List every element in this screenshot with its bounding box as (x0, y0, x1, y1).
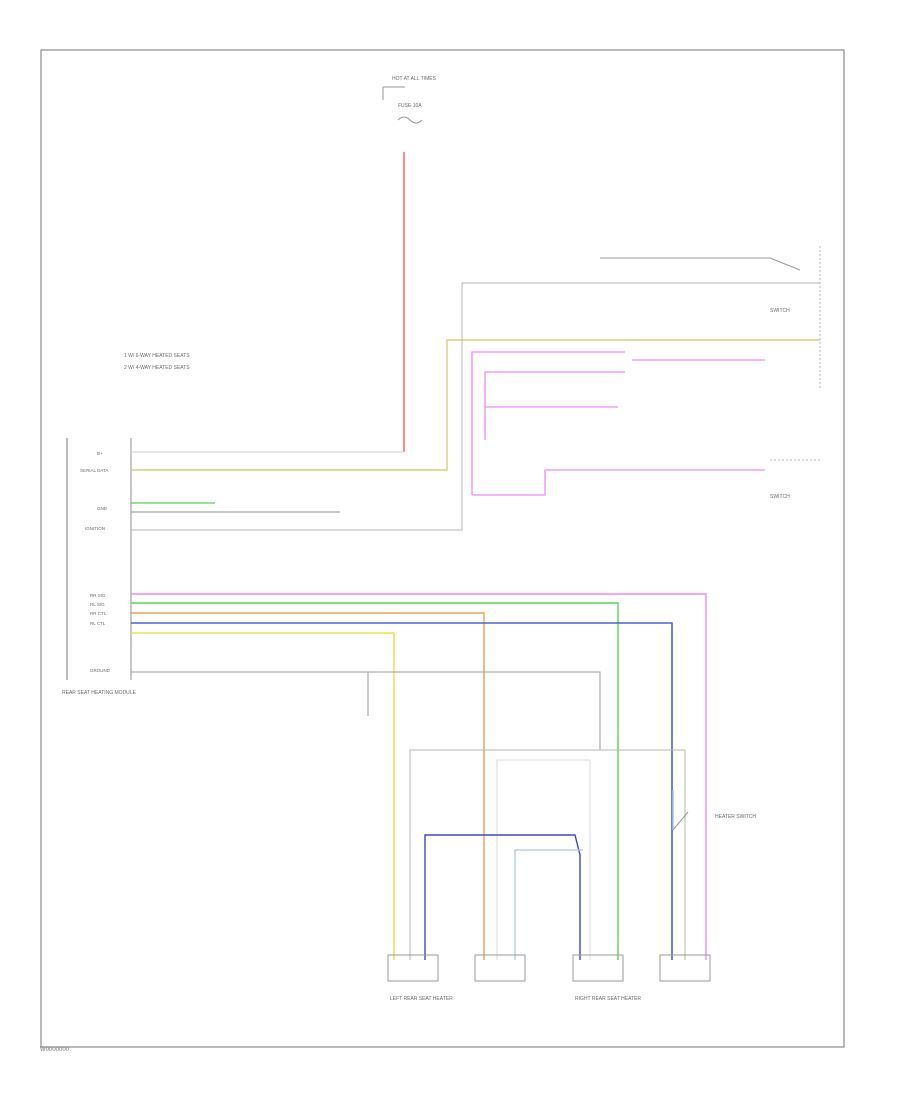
switch-top-label: SWITCH (770, 308, 790, 314)
pin-b-plus: B+ (97, 451, 103, 456)
heater-switch-label: HEATER SWITCH (715, 814, 756, 820)
upper-switch-area: SWITCH SWITCH (471, 246, 821, 500)
pin-rr-sig: RR SIG (90, 593, 106, 598)
hot-at-all-times-label: HOT AT ALL TIMES (392, 76, 437, 82)
left-rear-seat-heater: LEFT REAR SEAT HEATER (387, 954, 526, 1002)
pin-ignition: IGNITION (85, 526, 105, 531)
right-rear-seat-heater: RIGHT REAR SEAT HEATER (572, 954, 711, 1002)
legend-item-1: 1 W/ 6-WAY HEATED SEATS (124, 353, 190, 359)
fuse-block: HOT AT ALL TIMES FUSE 10A (382, 76, 437, 124)
pin-rl-sig: RL SIG (90, 602, 105, 607)
switch-bottom-label: SWITCH (770, 494, 790, 500)
rear-seat-heating-module: REAR SEAT HEATING MODULE (62, 438, 137, 696)
pin-gnd: GND (97, 506, 108, 511)
module-label: REAR SEAT HEATING MODULE (62, 690, 137, 696)
right-rear-heater-label: RIGHT REAR SEAT HEATER (575, 996, 641, 1002)
pin-rl-ctl: RL CTL (90, 621, 106, 626)
fuse-label: FUSE 10A (398, 103, 422, 109)
figure-id: W0000000 (40, 1047, 70, 1053)
left-rear-heater-label: LEFT REAR SEAT HEATER (390, 996, 453, 1002)
pin-serial-data: SERIAL DATA (80, 468, 108, 473)
legend-item-2: 2 W/ 4-WAY HEATED SEATS (124, 365, 190, 371)
lower-wiring: HEATER SWITCH (409, 749, 756, 960)
module-harness (131, 282, 820, 960)
module-pins: B+ SERIAL DATA GND IGNITION RR SIG RL SI… (80, 451, 111, 673)
pin-rr-ctl: RR CTL (90, 611, 107, 616)
diagram-frame (40, 49, 845, 1048)
pin-ground: GROUND (90, 668, 111, 673)
